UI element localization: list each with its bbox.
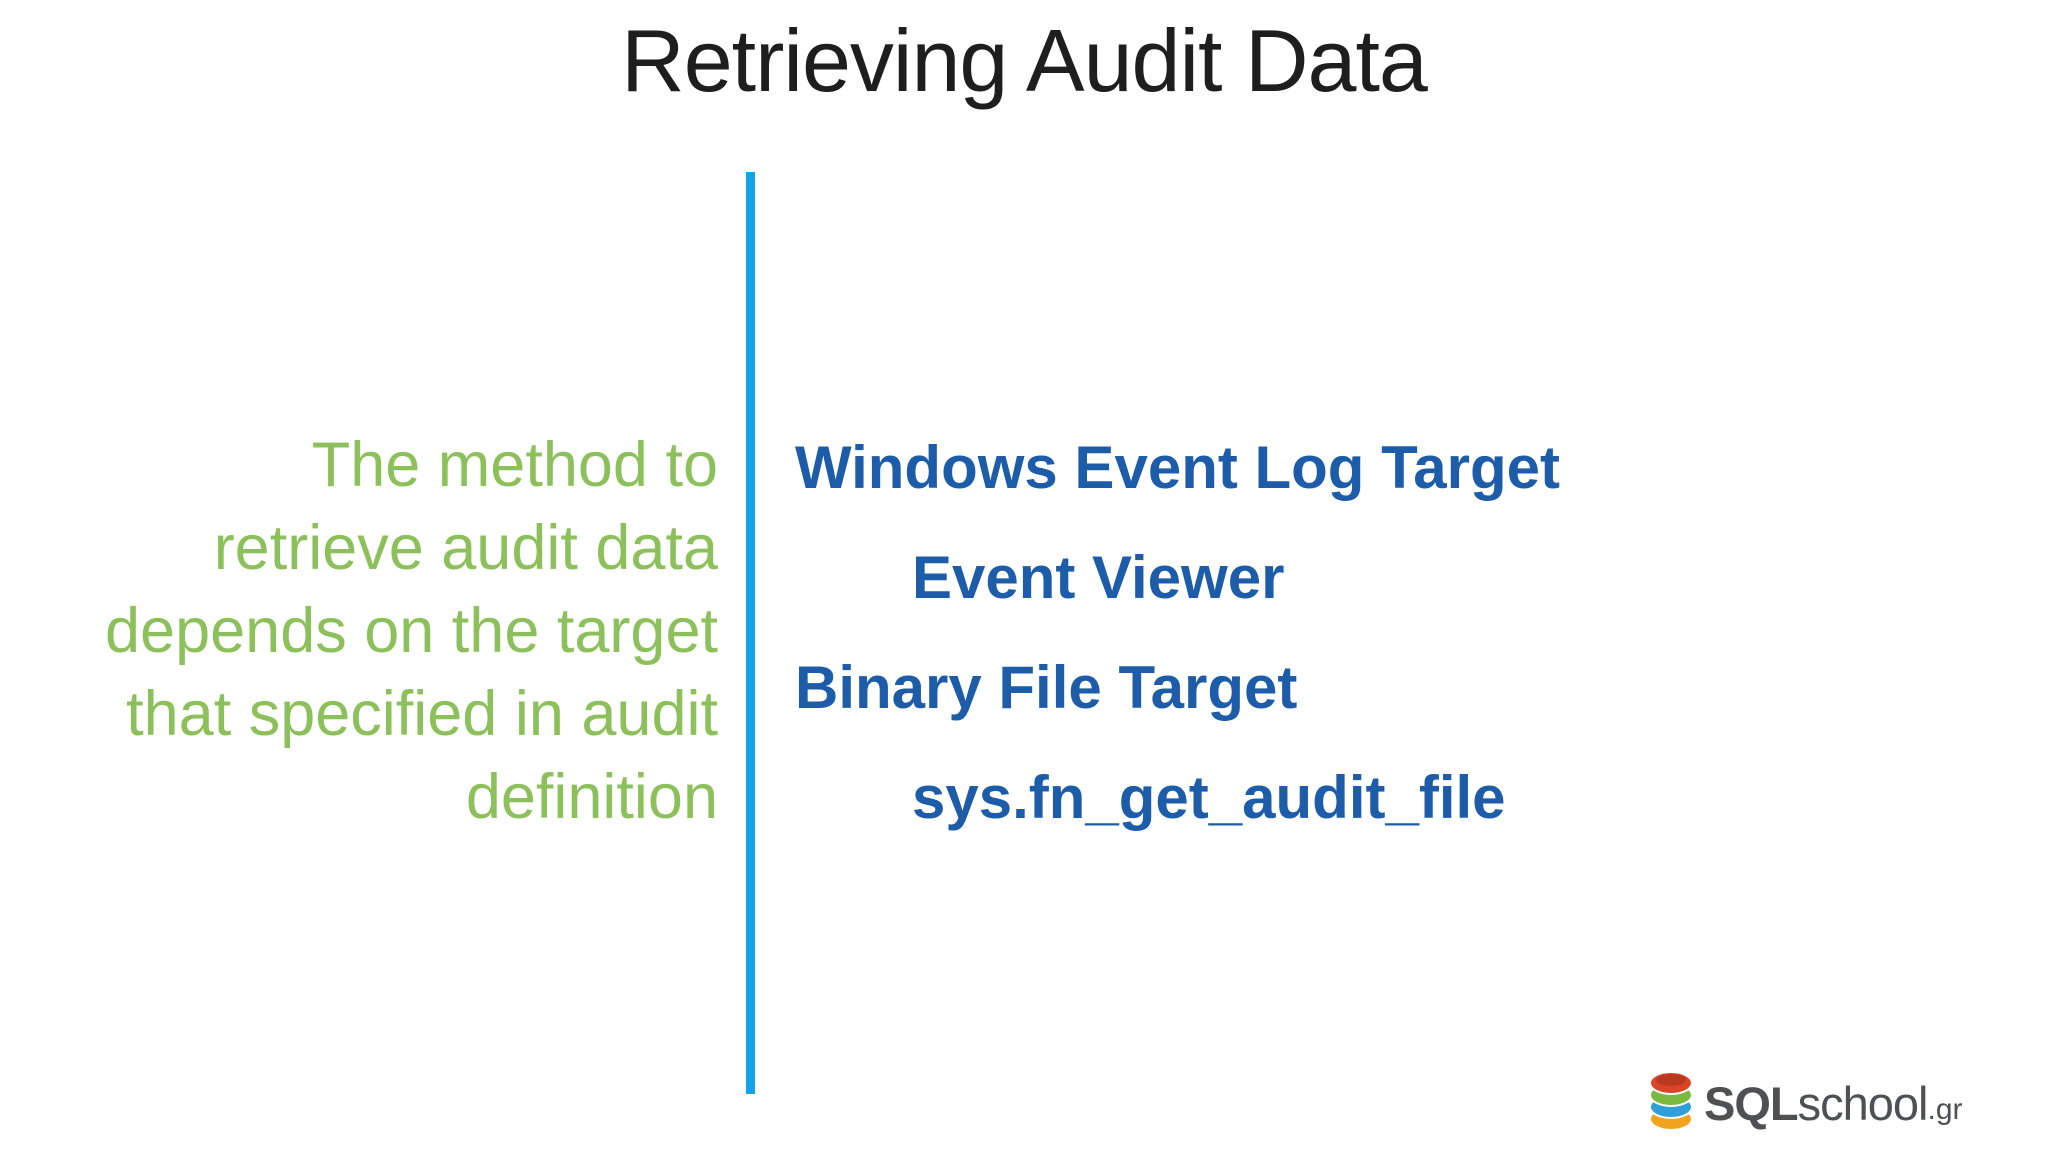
left-description-line: definition [465, 762, 718, 832]
left-description: The method to retrieve audit data depend… [0, 424, 718, 839]
logo-wordmark-school: school [1797, 1077, 1929, 1130]
list-item-event-viewer: Event Viewer [912, 544, 1285, 611]
left-description-line: The method to [311, 430, 718, 500]
left-description-line: that specified in audit [126, 679, 718, 749]
list-item-sys-fn-get-audit-file: sys.fn_get_audit_file [912, 764, 1506, 831]
left-description-line: retrieve audit data [213, 513, 718, 583]
list-item-windows-event-log-target: Windows Event Log Target [795, 434, 1561, 501]
database-icon [1649, 1071, 1693, 1131]
left-description-line: depends on the target [105, 596, 718, 666]
logo-wordmark-sql: SQL [1704, 1077, 1799, 1130]
slide-title: Retrieving Audit Data [621, 11, 1428, 110]
list-item-binary-file-target: Binary File Target [795, 654, 1298, 721]
vertical-divider [746, 172, 755, 1094]
logo-wordmark-tld: .gr [1927, 1093, 1963, 1126]
sqlschool-logo: SQL school .gr [1648, 1068, 1963, 1132]
